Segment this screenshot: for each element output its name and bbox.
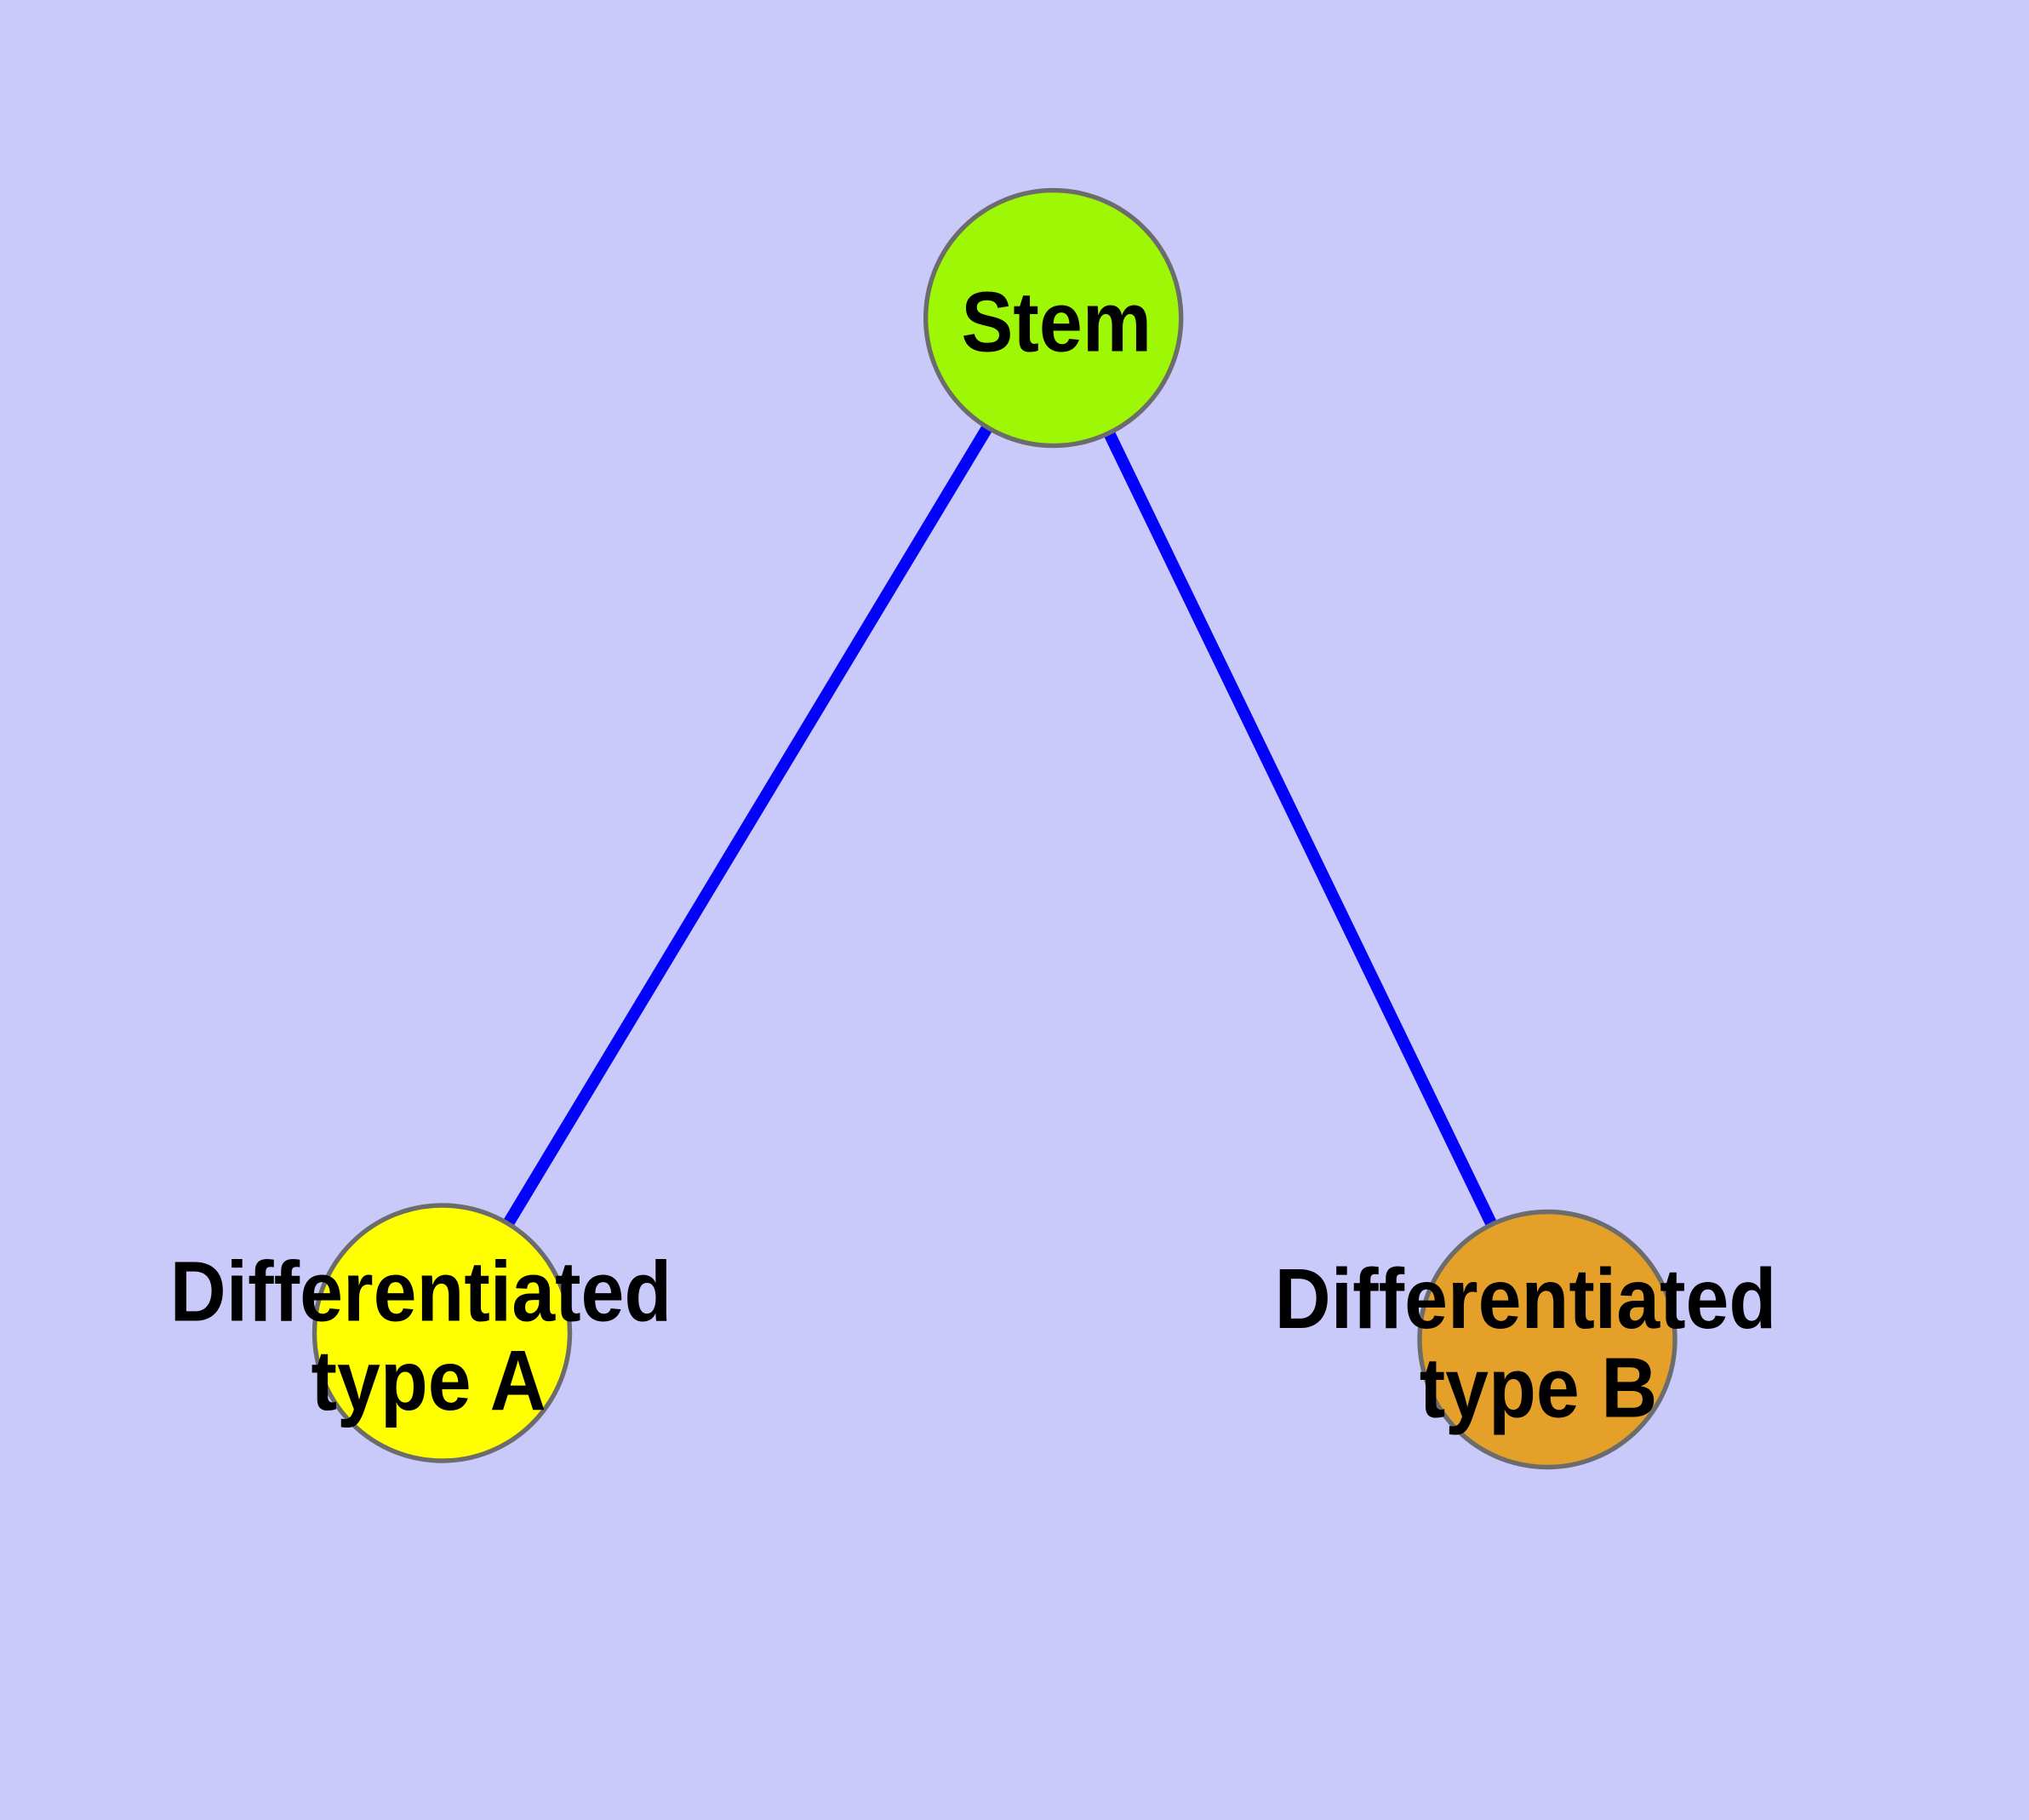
svg-text:type A: type A [311,1333,546,1428]
svg-text:Differentiated: Differentiated [170,1245,672,1340]
svg-text:Differentiated: Differentiated [1275,1251,1777,1347]
svg-text:type B: type B [1420,1341,1658,1436]
svg-text:Stem: Stem [961,275,1152,370]
